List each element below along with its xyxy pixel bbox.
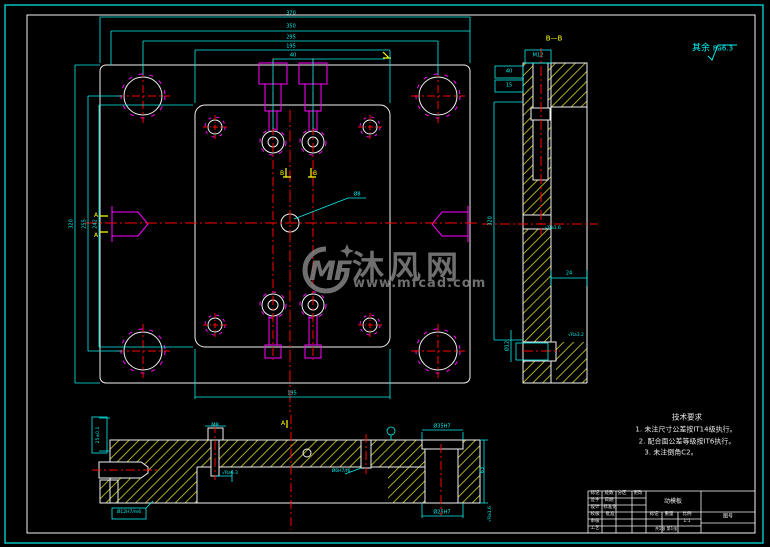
tech-requirement-item: 1. 未注尺寸公差按IT14级执行。 [635, 425, 737, 434]
watermark-site-name: 沐风网 [352, 248, 464, 286]
dimension-label: 350 [286, 23, 296, 30]
roughness-symbol-icon [707, 44, 737, 61]
mf-logo-icon [302, 244, 354, 294]
front-section-view [91, 415, 488, 530]
dimension-label: Ø6H7/f6 [331, 468, 351, 474]
title-block-cell: 校核 [590, 511, 600, 517]
tech-requirement-item: 3. 未注倒角C2。 [644, 448, 698, 457]
tech-requirement-item: 2. 配合面公差等级按IT6执行。 [638, 437, 736, 446]
dimension-label: 63 [479, 466, 486, 474]
dimension-label: Ø25H7 [433, 509, 451, 516]
dimension-label: 295 [286, 34, 296, 41]
dimension-label: 195 [286, 43, 296, 50]
title-block-cell: 图号 [722, 513, 734, 520]
dimension-label: √Ra1.6 [487, 506, 493, 522]
dimension-label: 24 [565, 270, 573, 277]
title-block-cell: 比例 [682, 511, 692, 517]
dimension-label: B [279, 170, 285, 177]
title-block-cell: 设计 [590, 504, 600, 510]
title-block-cell: 标准化 [603, 504, 617, 510]
dimension-label: M12 [532, 52, 544, 59]
side-section-view [482, 48, 598, 384]
title-block-cell: 处数 [604, 490, 614, 496]
dimension-label: 25±0.1 [95, 426, 101, 444]
dimension-label: Ø8 [353, 191, 361, 198]
dimension-label: √Ra3.2 [568, 332, 584, 338]
dimension-label: 255 [81, 219, 88, 229]
dimension-label: √Ra6.3 [222, 470, 238, 476]
dimension-label: Ø12H7/m6 [116, 509, 142, 515]
dimension-label: 40 [289, 52, 297, 59]
dimension-label: A [93, 212, 99, 219]
mfcad-watermark: MF 沐风网 www.mfcad.com [300, 242, 520, 297]
title-block-cell: 分区 [617, 490, 627, 496]
dimension-label: Ø35H7 [433, 423, 451, 430]
title-block-scale: 1:1 [683, 518, 691, 524]
title-block-cell: 签字 [590, 497, 600, 503]
dimension-label: 320 [487, 216, 494, 226]
title-block-sheet: 共1张 第1张 [654, 526, 678, 531]
surface-roughness-note: 其余 [691, 43, 711, 54]
dimension-lines [74, 16, 471, 399]
dimension-label: 15 [505, 82, 513, 89]
sheet-border [4, 4, 764, 544]
dimension-label: √Ra1.6 [545, 225, 561, 231]
title-block-grid [587, 490, 756, 534]
title-block-cell: 工艺 [590, 525, 600, 531]
dimension-label: A [93, 232, 99, 239]
title-block-cell: 审核 [590, 518, 600, 524]
surface-roughness-value: Ra6.3 [712, 44, 734, 53]
dimension-label: 370 [286, 10, 296, 17]
dimension-label: M8 [211, 422, 219, 429]
title-block-cell: 更改 [633, 490, 643, 496]
main-plan-view [74, 16, 478, 428]
dimension-label: 195 [287, 390, 297, 397]
watermark-site-url: www.mfcad.com [353, 276, 487, 291]
title-block-cell: 日期 [604, 497, 614, 503]
dimension-label: A [280, 420, 286, 427]
section-view-label: B—B [545, 34, 563, 43]
title-block-cell: 批准 [605, 511, 615, 517]
title-block-cell: 标记 [649, 511, 659, 517]
dimension-label: 320 [68, 219, 75, 229]
watermark-logo-text: MF [309, 256, 352, 287]
title-block-cell: 重量 [664, 511, 674, 517]
tech-requirements-title: 技术要求 [672, 412, 702, 422]
dimension-label: 242 [92, 219, 99, 229]
title-block-part-name: 动模板 [663, 498, 683, 505]
dimension-label: Ø12 [504, 340, 511, 352]
dimension-label: B [312, 170, 318, 177]
side-pin-profile [111, 206, 469, 242]
dimension-label: 40 [505, 68, 513, 75]
title-block-cell: 标记 [590, 490, 600, 496]
